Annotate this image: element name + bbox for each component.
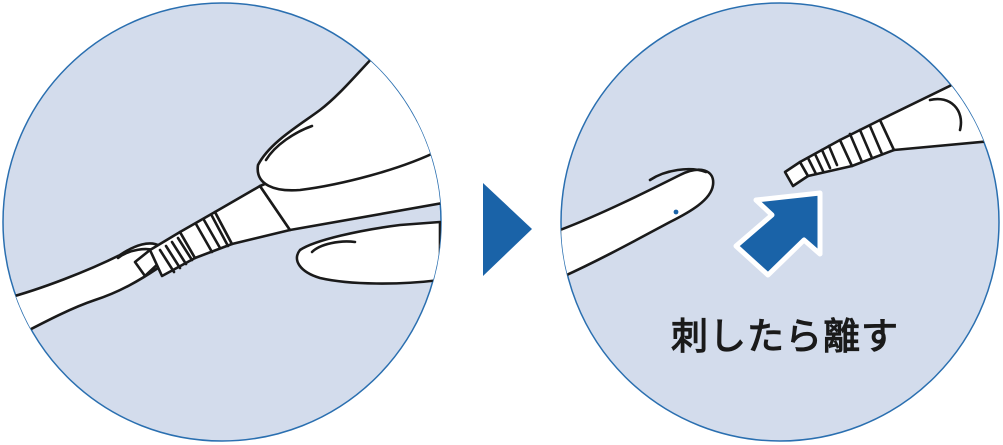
caption-text: 刺したら離す [640,306,930,360]
left-panel [0,0,460,441]
step-arrow-icon [483,183,532,276]
blood-dot [674,210,679,215]
right-panel [560,3,1003,441]
